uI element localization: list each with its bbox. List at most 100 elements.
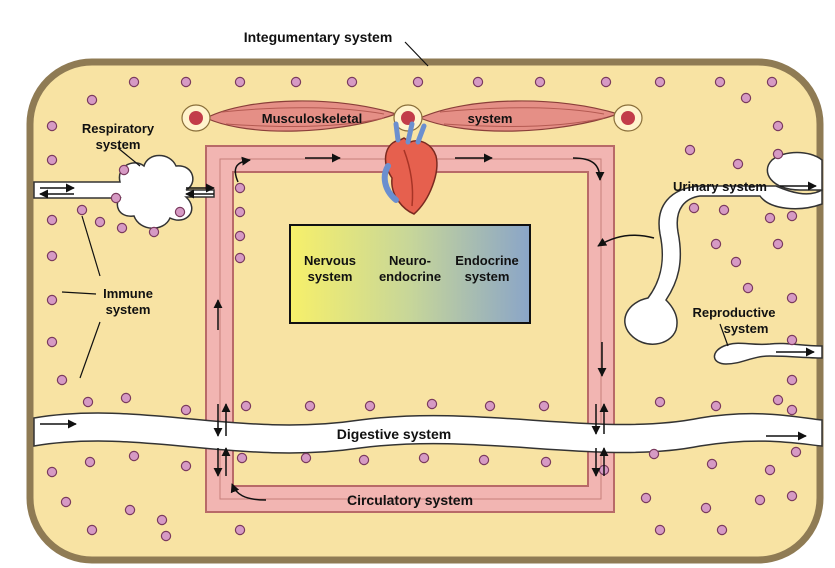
body-cell <box>648 448 660 460</box>
body-cell <box>76 204 88 216</box>
body-cell <box>718 204 730 216</box>
body-cell <box>46 466 58 478</box>
body-cell <box>180 404 192 416</box>
body-cell <box>478 454 490 466</box>
body-cell <box>730 256 742 268</box>
label-endocrine-2: system <box>465 269 510 284</box>
body-cell <box>716 524 728 536</box>
body-cell <box>640 492 652 504</box>
body-cell <box>86 94 98 106</box>
body-cell <box>236 452 248 464</box>
body-cell <box>46 336 58 348</box>
body-cell <box>538 400 550 412</box>
body-cell <box>46 120 58 132</box>
body-cell <box>160 530 172 542</box>
body-cell <box>180 460 192 472</box>
body-cell <box>346 76 358 88</box>
body-cell <box>128 450 140 462</box>
label-reproductive-2: system <box>724 321 769 336</box>
label-nervous-2: system <box>308 269 353 284</box>
body-cell <box>124 504 136 516</box>
body-cell <box>116 222 128 234</box>
body-cell <box>358 454 370 466</box>
body-cell <box>60 496 72 508</box>
label-integumentary: Integumentary system <box>244 29 393 45</box>
body-cell <box>700 502 712 514</box>
flow-arrows <box>39 153 817 501</box>
labels: Integumentary system Respiratory system … <box>82 29 776 508</box>
leader-lines <box>61 41 729 379</box>
body-cell <box>786 334 798 346</box>
body-cell <box>46 294 58 306</box>
body-cell <box>534 76 546 88</box>
body-cell <box>290 76 302 88</box>
body-cell <box>732 158 744 170</box>
body-cell <box>148 226 160 238</box>
body-cell <box>234 206 246 218</box>
body-cell <box>118 164 130 176</box>
body-cell <box>786 374 798 386</box>
body-cell <box>86 524 98 536</box>
body-cell <box>56 374 68 386</box>
body-cell <box>84 456 96 468</box>
body-cell <box>790 446 802 458</box>
heart-icon <box>381 121 438 215</box>
body-cell <box>174 206 186 218</box>
body-cell <box>300 452 312 464</box>
bone-joint <box>181 104 211 132</box>
body-cell <box>156 514 168 526</box>
body-cell <box>484 400 496 412</box>
label-neuro-1: Neuro- <box>389 253 431 268</box>
body-cell <box>110 192 122 204</box>
body-cell <box>786 210 798 222</box>
body-cell <box>754 494 766 506</box>
body-cell <box>46 250 58 262</box>
label-reproductive-1: Reproductive <box>692 305 775 320</box>
label-endocrine-1: Endocrine <box>455 253 519 268</box>
body-cell <box>772 120 784 132</box>
body-cell <box>46 154 58 166</box>
body-cell <box>82 396 94 408</box>
body-cell <box>742 282 754 294</box>
body-cell <box>418 452 430 464</box>
body-cell <box>740 92 752 104</box>
body-cell <box>786 292 798 304</box>
body-cell <box>654 396 666 408</box>
body-cell <box>772 238 784 250</box>
label-digestive: Digestive system <box>337 426 451 442</box>
body-cell <box>714 76 726 88</box>
body-cell <box>234 524 246 536</box>
cell-group <box>46 76 802 542</box>
body-cell <box>772 394 784 406</box>
body-cell <box>128 76 140 88</box>
body-cell <box>234 230 246 242</box>
body-cell <box>600 76 612 88</box>
bone-joint <box>393 104 423 132</box>
label-respiratory-2: system <box>96 137 141 152</box>
musculoskeletal-system <box>181 100 643 132</box>
label-immune-1: Immune <box>103 286 153 301</box>
body-cell <box>654 524 666 536</box>
body-cell <box>654 76 666 88</box>
body-cell <box>710 238 722 250</box>
bone-joint <box>613 104 643 132</box>
label-nervous-1: Nervous <box>304 253 356 268</box>
body-cell <box>234 182 246 194</box>
body-cell <box>764 464 776 476</box>
body-cell <box>766 76 778 88</box>
body-cell <box>120 392 132 404</box>
reproductive-passage <box>713 342 823 365</box>
body-cell <box>364 400 376 412</box>
respiratory-passage <box>33 154 215 229</box>
body-cell <box>472 76 484 88</box>
digestive-tract <box>33 412 823 454</box>
body-cell <box>46 214 58 226</box>
body-cell <box>234 76 246 88</box>
urinary-system <box>624 151 823 345</box>
body-cell <box>688 202 700 214</box>
body-cell <box>94 216 106 228</box>
body-cell <box>426 398 438 410</box>
body-cell <box>180 76 192 88</box>
body-cell <box>786 490 798 502</box>
